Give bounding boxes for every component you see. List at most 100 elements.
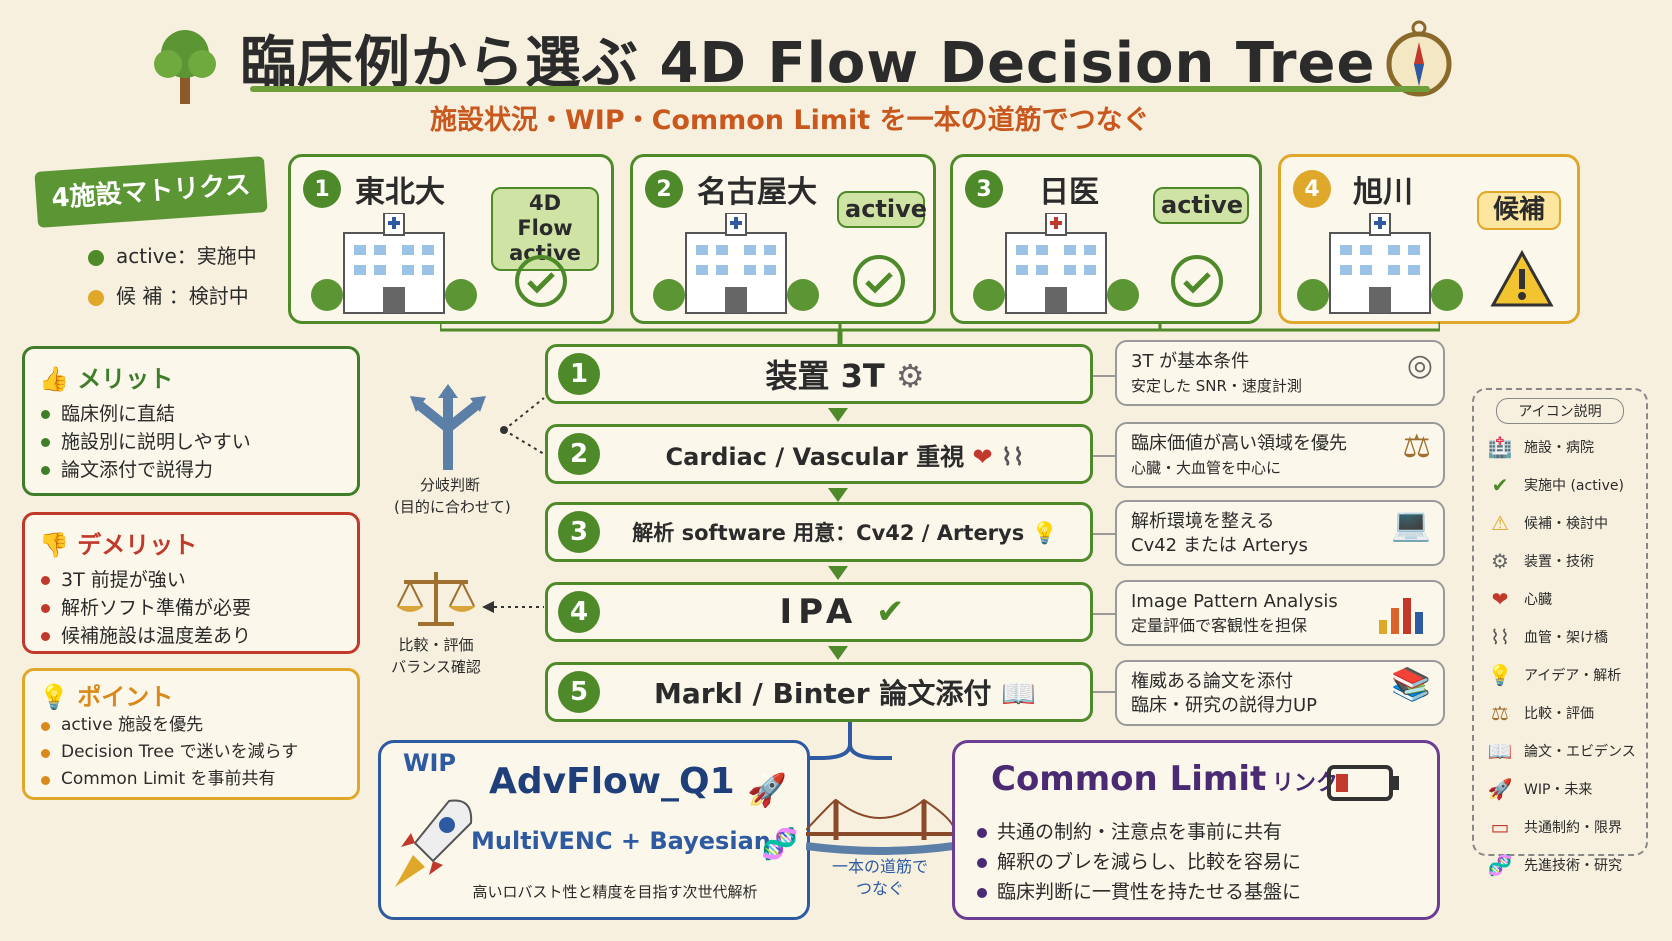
step-note-3: 解析環境を整える Cv42 または Arterys 💻 (1115, 500, 1445, 566)
hospital-icon (653, 213, 819, 314)
mri-icon: ◎ (1406, 348, 1433, 383)
branch-dotted-connector (500, 397, 545, 455)
bridge-caption-line: 一本の道筋で (831, 857, 928, 876)
tree-icon (154, 30, 216, 104)
bulb-icon: 💡 (1487, 663, 1513, 687)
icon-legend-row: ❤心臓 (1482, 580, 1638, 618)
facility-number: 2 (645, 170, 683, 208)
title-underline (250, 86, 1430, 92)
step-number: 4 (558, 591, 600, 633)
dna-icon: 🧬 (1487, 853, 1513, 877)
facility-number: 3 (965, 170, 1003, 208)
branch-label-line: (目的に合わせて) (394, 498, 511, 516)
icon-legend-row: 🚀WIP・未来 (1482, 770, 1638, 808)
wip-box: WIP AdvFlow_Q1 🚀 MultiVENC + Bayesian 🧬 … (378, 740, 810, 920)
list-item: Common Limit を事前共有 (39, 766, 343, 793)
flow-connector (440, 322, 1440, 344)
facility-status-badge: active (1153, 187, 1249, 224)
list-item: 臨床例に直結 (39, 400, 343, 428)
hospital-icon (311, 213, 477, 314)
rocket-icon: 🚀 (1487, 777, 1513, 801)
icon-legend-row: 🧬先進技術・研究 (1482, 846, 1638, 884)
icon-legend-row: ✔実施中 (active) (1482, 466, 1638, 504)
legend-active: active：実施中 (88, 240, 257, 269)
merit-title: メリット (77, 365, 174, 393)
facility-card-nichii: 3 日医 active (950, 154, 1262, 324)
facility-card-asahikawa: 4 旭川 候補 (1278, 154, 1580, 324)
check-icon (515, 255, 567, 307)
book-icon: 📖 (1001, 677, 1036, 710)
compare-dotted-connector (482, 601, 544, 613)
facility-status-badge: 候補 (1477, 191, 1561, 231)
step-number: 5 (558, 671, 600, 713)
common-limit-box: Common Limit リンク 共通の制約・注意点を事前に共有 解釈のブレを減… (952, 740, 1440, 920)
battery-icon (1327, 765, 1399, 801)
list-item: active 施設を優先 (39, 712, 343, 739)
bridge-caption: 一本の道筋で つなぐ (816, 856, 944, 900)
compare-label-line: 比較・評価 (398, 636, 474, 654)
thumbs-down-icon: 👎 (39, 531, 78, 559)
legend-dot-candidate (88, 289, 104, 306)
step-note-2: 臨床価値が高い領域を優先 心臓・大血管を中心に ⚖ (1115, 422, 1445, 488)
book-icon: 📖 (1487, 739, 1513, 763)
wip-tag: WIP (403, 749, 456, 777)
battery-icon: ▭ (1490, 815, 1510, 839)
check-icon (853, 255, 905, 307)
bridge-icon: ⌇⌇ (1490, 625, 1510, 649)
icon-legend-row: 🏥施設・病院 (1482, 428, 1638, 466)
legend-label: 候 補 ：検討中 (116, 284, 249, 308)
compare-label-line: バランス確認 (391, 658, 481, 676)
list-item: 共通の制約・注意点を事前に共有 (977, 817, 1301, 847)
icon-legend-row: ▭共通制約・限界 (1482, 808, 1638, 846)
thumbs-up-icon: 👍 (39, 365, 78, 393)
note-line: 安定した SNR・速度計測 (1131, 377, 1302, 395)
icon-legend-row: ⚠候補・検討中 (1482, 504, 1638, 542)
warning-icon: ⚠ (1491, 511, 1509, 535)
check-icon: ✔ (1491, 473, 1509, 497)
facility-name: 日医 (1039, 175, 1099, 210)
bridge-icon (806, 798, 954, 855)
list-item: 3T 前提が強い (39, 566, 343, 594)
wip-subtitle: MultiVENC + Bayesian (471, 827, 771, 855)
compass-icon (1386, 20, 1452, 97)
gear-icon: ⚙ (895, 357, 925, 395)
step-arrow (828, 488, 848, 502)
hospital-icon: 🏥 (1487, 435, 1513, 459)
branch-label-line: 分岐判断 (419, 476, 480, 494)
step-number: 3 (558, 511, 600, 553)
facility-number: 1 (303, 170, 341, 208)
point-title: ポイント (77, 683, 174, 711)
facility-name: 名古屋大 (697, 175, 817, 210)
dna-icon: 🧬 (761, 827, 799, 862)
list-item: 臨床判断に一貫性を持たせる基盤に (977, 877, 1301, 907)
bulb-icon: 💡 (39, 683, 78, 711)
icon-legend-row: ⚖比較・評価 (1482, 694, 1638, 732)
step-note-4: Image Pattern Analysis 定量評価で客観性を担保 (1115, 580, 1445, 646)
legend-candidate: 候 補 ：検討中 (88, 280, 249, 309)
note-line: 臨床価値が高い領域を優先 (1131, 433, 1347, 454)
heart-icon: ❤ (972, 442, 993, 471)
icon-legend-row: 💡アイデア・解析 (1482, 656, 1638, 694)
heart-icon: ❤ (1491, 587, 1509, 611)
scale-icon: ⚖ (1491, 701, 1509, 725)
list-item: 解析ソフト準備が必要 (39, 594, 343, 622)
demerit-box: 👎 デメリット 3T 前提が強い 解析ソフト準備が必要 候補施設は温度差あり (22, 512, 360, 654)
step-1: 1 装置 3T ⚙ (545, 344, 1093, 404)
list-item: 論文添付で説得力 (39, 456, 343, 484)
note-line: 心臓・大血管を中心に (1131, 459, 1282, 477)
page-title: 臨床例から選ぶ 4D Flow Decision Tree (240, 31, 1376, 96)
wip-title: AdvFlow_Q1 (489, 761, 735, 802)
gear-icon: ⚙ (1491, 549, 1509, 573)
step-note-1: 3T が基本条件 安定した SNR・速度計測 ◎ (1115, 340, 1445, 406)
facility-number: 4 (1293, 170, 1331, 208)
compare-label: 比較・評価 バランス確認 (384, 634, 488, 678)
hospital-icon (973, 213, 1139, 314)
list-item: Decision Tree で迷いを減らす (39, 739, 343, 766)
step-3: 3 解析 software 用意：Cv42 / Arterys 💡 (545, 502, 1093, 562)
icon-legend-panel: アイコン説明 🏥施設・病院 ✔実施中 (active) ⚠候補・検討中 ⚙装置・… (1472, 388, 1648, 877)
scale-icon (396, 572, 476, 626)
list-item: 候補施設は温度差あり (39, 622, 343, 650)
branch-label: 分岐判断 (目的に合わせて) (394, 474, 511, 518)
step-4: 4 IPA ✔ (545, 582, 1093, 642)
list-item: 施設別に説明しやすい (39, 428, 343, 456)
